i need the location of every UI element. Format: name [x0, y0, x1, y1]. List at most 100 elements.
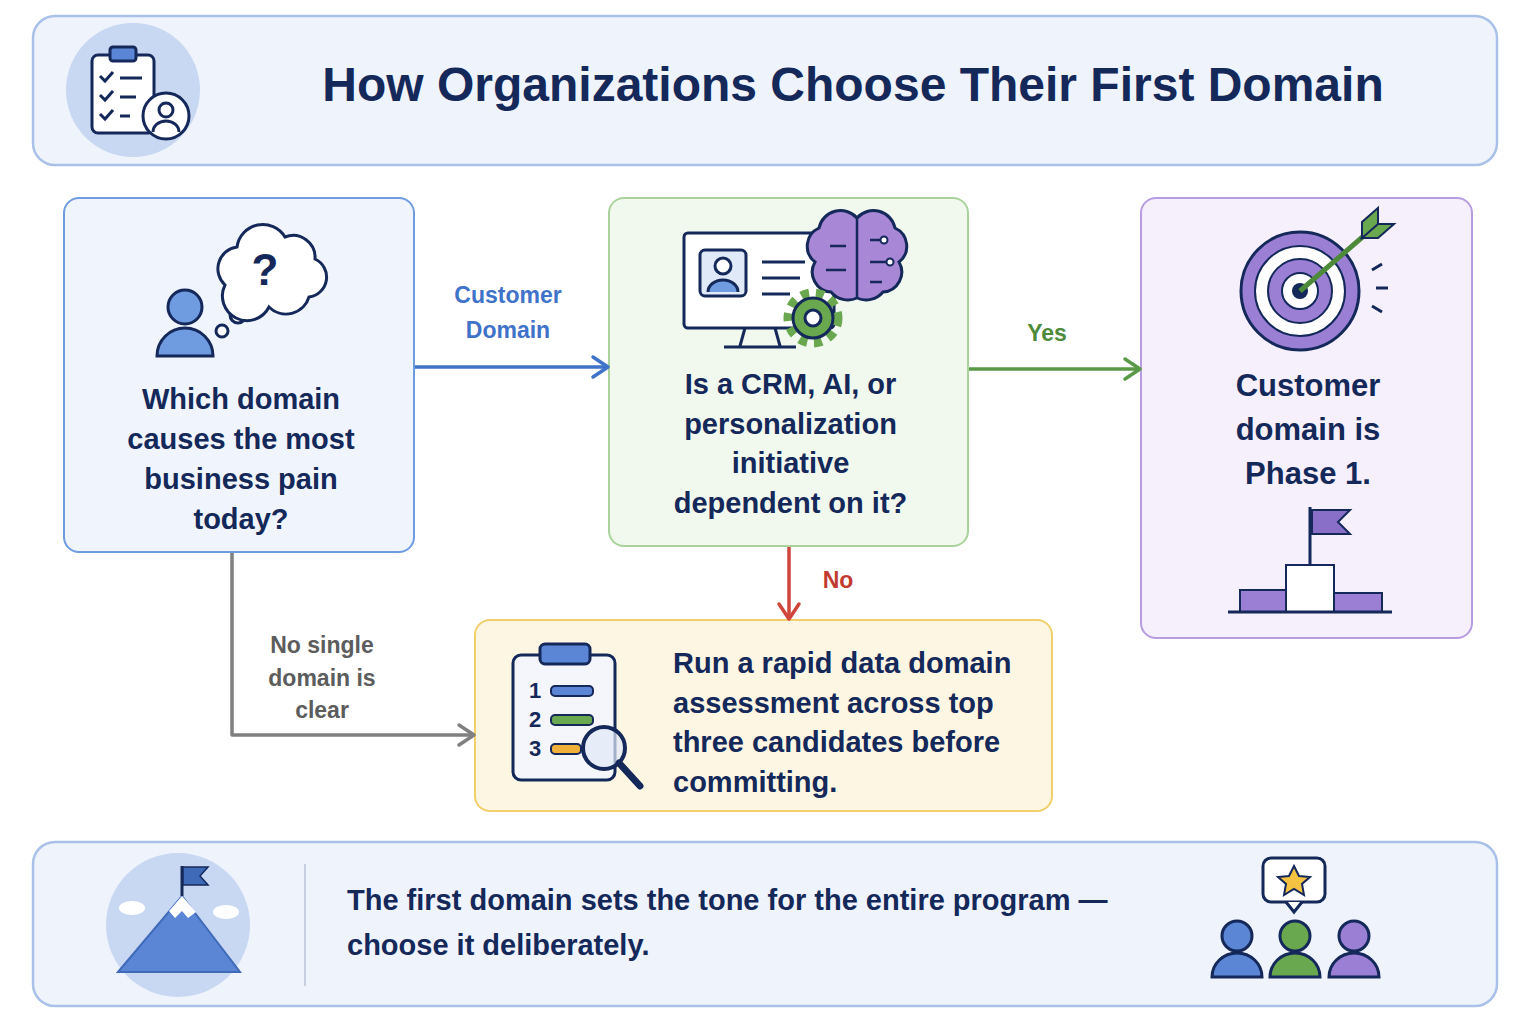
node-text: Run a rapid data domain assessment acros… — [673, 644, 1029, 802]
question-mark: ? — [235, 244, 295, 297]
impact-lines — [1372, 264, 1388, 312]
clipboard-clip — [540, 644, 590, 664]
connector-line — [787, 547, 791, 619]
circuit-node — [881, 237, 888, 244]
person-head — [1222, 921, 1252, 951]
rank-bar — [551, 744, 581, 754]
outcome-box: Customer domain is Phase 1. — [1140, 197, 1473, 639]
header-icon — [66, 23, 200, 157]
magnifier-lens — [583, 727, 625, 769]
arrow-shaft — [1300, 234, 1366, 291]
profile-head — [715, 258, 731, 274]
circuit-node — [887, 259, 894, 266]
flag — [1312, 510, 1350, 534]
target-ring — [1255, 246, 1345, 336]
flag — [183, 867, 208, 885]
speech-bubble — [1263, 858, 1325, 902]
node-text: Which domain causes the most business pa… — [111, 379, 371, 539]
person-head — [1280, 921, 1310, 951]
podium-step — [1334, 593, 1382, 612]
clipboard-body — [513, 655, 615, 780]
person-body — [157, 328, 213, 356]
icon-circle — [106, 853, 250, 997]
target-bullseye — [1292, 283, 1308, 299]
node-text: Is a CRM, AI, or personalization initiat… — [660, 365, 921, 523]
rank-bar — [551, 686, 593, 696]
callout-number: 3 — [505, 736, 565, 762]
gear — [793, 298, 833, 338]
clipboard-clip — [110, 47, 136, 61]
connector-line — [415, 365, 608, 369]
magnifier-handle — [619, 763, 640, 786]
monitor-stand — [724, 328, 796, 347]
arrow-head — [459, 725, 474, 745]
decision-box: Is a CRM, AI, or personalization initiat… — [608, 197, 969, 547]
target-ring — [1268, 259, 1332, 323]
cloud — [119, 901, 145, 915]
star — [1278, 866, 1310, 895]
profile-body — [708, 280, 738, 292]
check-marks — [100, 72, 113, 119]
user-shoulders — [153, 121, 179, 132]
flow-arrow — [415, 357, 608, 377]
target-ring — [1241, 232, 1359, 350]
icon-circle — [66, 23, 200, 157]
edge-label: No single domain is clear — [260, 629, 385, 727]
arrow-head — [1125, 359, 1140, 379]
speech-tail — [1286, 902, 1302, 912]
monitor — [684, 233, 834, 328]
profile-frame — [700, 250, 746, 296]
user-head — [159, 103, 173, 117]
diagram-caption: The first domain sets the tone for the e… — [347, 878, 1125, 968]
connector-line — [969, 367, 1140, 371]
brain-circuits — [826, 218, 890, 298]
person-head — [1339, 921, 1369, 951]
header-band — [33, 16, 1497, 165]
person-body — [1212, 953, 1262, 977]
arrow-head — [779, 604, 799, 619]
arrow-head — [593, 357, 608, 377]
person-body — [1270, 953, 1320, 977]
yes-arrow — [969, 359, 1140, 379]
flag-pole — [1309, 507, 1312, 565]
profile-lines — [762, 262, 805, 294]
edge-label: Customer Domain — [433, 278, 583, 348]
person-head — [168, 290, 202, 324]
thinking-person-icon — [157, 224, 327, 356]
gear-hole — [805, 310, 821, 326]
target-ring — [1282, 273, 1318, 309]
divider — [304, 864, 306, 986]
node-text: Customer domain is Phase 1. — [1208, 364, 1408, 496]
brain — [807, 211, 906, 300]
cloud — [213, 905, 239, 919]
target-icon — [1228, 208, 1394, 612]
callout-number: 2 — [505, 707, 565, 733]
crm-ai-icon — [684, 211, 907, 347]
flag-pole — [181, 866, 184, 896]
thought-dot — [230, 307, 246, 323]
fallback-arrow — [232, 553, 474, 745]
gear-teeth — [788, 293, 838, 343]
rank-bar — [551, 715, 593, 725]
mountain-icon — [106, 853, 250, 997]
podium-step — [1286, 565, 1334, 612]
no-arrow — [779, 547, 799, 619]
connector-line — [232, 553, 474, 735]
footer-band — [33, 842, 1497, 1006]
diagram-title: How Organizations Choose Their First Dom… — [230, 55, 1476, 115]
thought-cloud — [218, 224, 327, 320]
thought-dot — [216, 325, 228, 337]
arrow-fletching — [1362, 208, 1394, 238]
person-body — [1329, 953, 1379, 977]
snow-cap — [169, 896, 196, 918]
user-badge — [143, 93, 189, 139]
podium-step — [1240, 590, 1286, 612]
team-icon — [1212, 858, 1379, 977]
edge-label: No — [808, 563, 868, 597]
clipboard-body — [92, 55, 154, 133]
callout-number: 1 — [505, 678, 565, 704]
mountain — [118, 896, 240, 972]
question-box: Which domain causes the most business pa… — [63, 197, 415, 553]
